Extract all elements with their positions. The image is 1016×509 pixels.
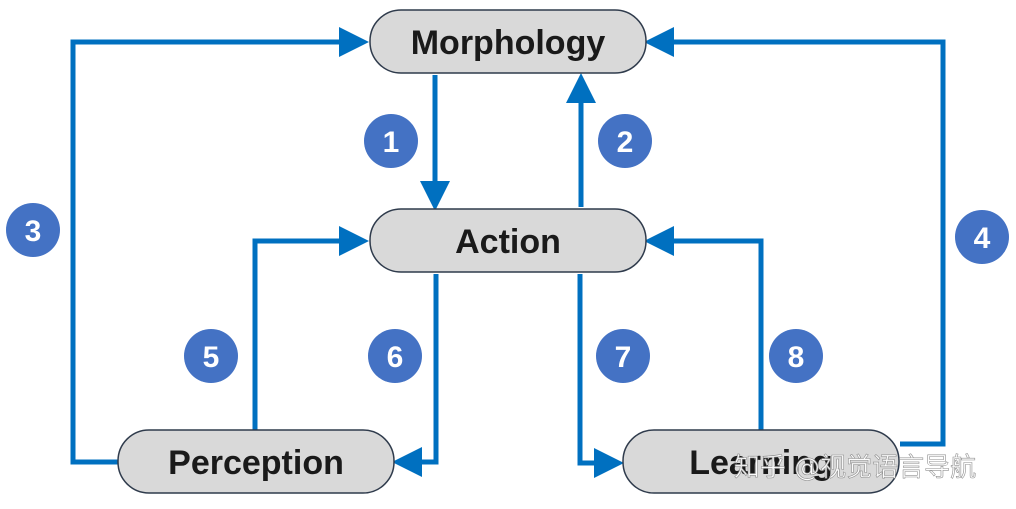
svg-text:3: 3 (25, 215, 42, 248)
node-morphology: Morphology (369, 9, 647, 74)
badge-6: 6 (368, 329, 422, 383)
node-learning: Learning (622, 429, 900, 494)
connector-7 (577, 274, 624, 478)
connector-6 (392, 274, 439, 477)
badge-2: 2 (598, 114, 652, 168)
svg-text:6: 6 (387, 341, 404, 374)
watermark-text: 知乎 @视觉语言导航 (734, 453, 976, 483)
svg-text:2: 2 (617, 126, 634, 159)
badge-4: 4 (955, 210, 1009, 264)
svg-text:8: 8 (788, 341, 805, 374)
svg-text:1: 1 (383, 126, 400, 159)
node-perception-label: Perception (168, 444, 344, 482)
svg-text:5: 5 (203, 341, 220, 374)
node-action-label: Action (455, 223, 561, 261)
svg-text:4: 4 (974, 222, 991, 255)
badge-3: 3 (6, 203, 60, 257)
connector-5 (252, 226, 369, 430)
badge-1: 1 (364, 114, 418, 168)
svg-text:7: 7 (615, 341, 632, 374)
badge-8: 8 (769, 329, 823, 383)
node-perception: Perception (117, 429, 395, 494)
connector-3 (70, 27, 369, 465)
connector-4 (644, 27, 946, 447)
connector-8 (644, 226, 764, 430)
badge-5: 5 (184, 329, 238, 383)
node-action: Action (369, 208, 647, 273)
node-learning-label: Learning (689, 444, 833, 482)
badge-7: 7 (596, 329, 650, 383)
node-morphology-label: Morphology (411, 24, 606, 62)
